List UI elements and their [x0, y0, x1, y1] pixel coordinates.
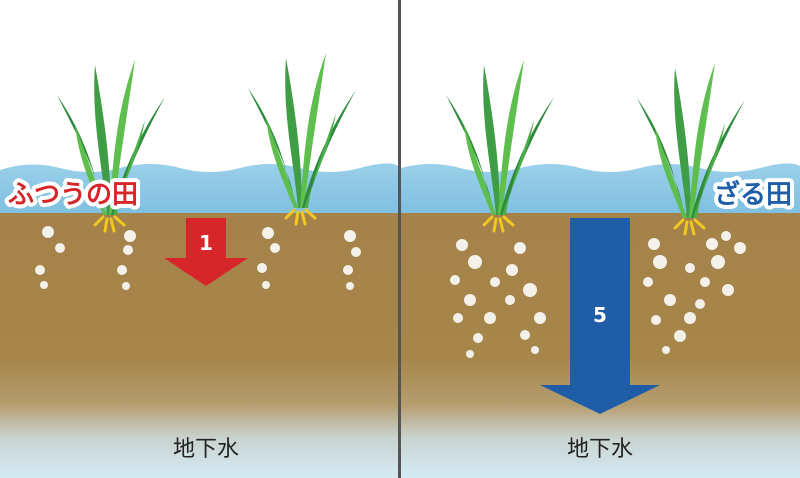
panel-title-outline: ざる田 — [714, 179, 792, 210]
groundwater-label: 地下水 — [567, 437, 633, 462]
panel-title: ざる田 — [714, 179, 792, 210]
panel-title-outline: ふつうの田 — [8, 180, 138, 210]
infiltration-arrow-small — [164, 218, 248, 286]
infiltration-value: 5 — [593, 303, 607, 327]
soil-bubbles — [450, 231, 746, 358]
panel-title: ふつうの田 — [8, 180, 138, 210]
panel-divider — [398, 0, 401, 478]
panel-normal-field: 1 ふつうの田 ふつうの田 地下水 — [0, 0, 398, 478]
soil-bubbles — [35, 226, 361, 290]
infiltration-value: 1 — [199, 231, 213, 255]
infiltration-arrow-large — [540, 218, 660, 414]
groundwater-label: 地下水 — [173, 437, 239, 462]
panel-zaru-field: 5 ざる田 ざる田 地下水 — [401, 0, 800, 478]
